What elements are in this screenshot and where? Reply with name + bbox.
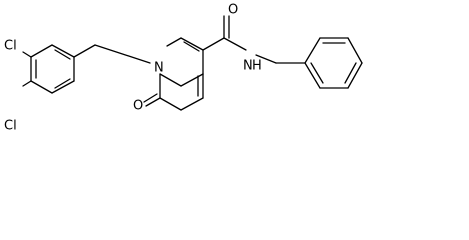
bond — [344, 62, 357, 84]
atom-labels: Cl Cl N O O N H — [4, 3, 262, 134]
bond — [143, 93, 158, 103]
bond — [180, 37, 204, 51]
bond — [51, 80, 75, 94]
bond — [255, 54, 277, 64]
bond — [223, 37, 247, 51]
bond — [347, 37, 363, 64]
bond — [310, 62, 324, 84]
bond — [54, 78, 71, 89]
bond — [145, 97, 161, 107]
bond — [22, 80, 32, 87]
bond — [304, 62, 321, 89]
molecule-diagram: Cl Cl N O O N H — [4, 3, 363, 134]
bond — [166, 37, 182, 47]
bond — [159, 97, 182, 111]
dichlorobenzyl-ring-bonds — [22, 44, 75, 94]
bond — [183, 41, 200, 52]
bond — [159, 73, 182, 87]
bond — [180, 97, 204, 111]
amide-hydrogen-label: H — [252, 59, 262, 74]
bond — [30, 44, 53, 58]
bond — [202, 37, 225, 51]
ring-nitrogen-label: N — [154, 61, 164, 76]
bond — [73, 44, 96, 58]
bond — [22, 51, 32, 58]
bond — [51, 44, 75, 58]
pyridinone-ring-bonds — [143, 37, 204, 111]
bond — [94, 44, 151, 64]
chlorine-atom-label: Cl — [4, 39, 17, 54]
chlorine-atom-label: Cl — [4, 119, 17, 134]
bond — [304, 37, 321, 64]
benzylamine-bonds — [255, 37, 363, 89]
bond — [347, 62, 363, 89]
bond — [54, 49, 71, 60]
benzyl-linker-bonds — [73, 44, 151, 64]
amide-bonds — [202, 15, 247, 51]
amide-nitrogen-label: N — [243, 59, 253, 74]
bond — [30, 80, 53, 94]
amide-oxygen-label: O — [228, 3, 238, 18]
ring-carbonyl-oxygen-label: O — [133, 99, 143, 114]
bond — [180, 73, 204, 87]
